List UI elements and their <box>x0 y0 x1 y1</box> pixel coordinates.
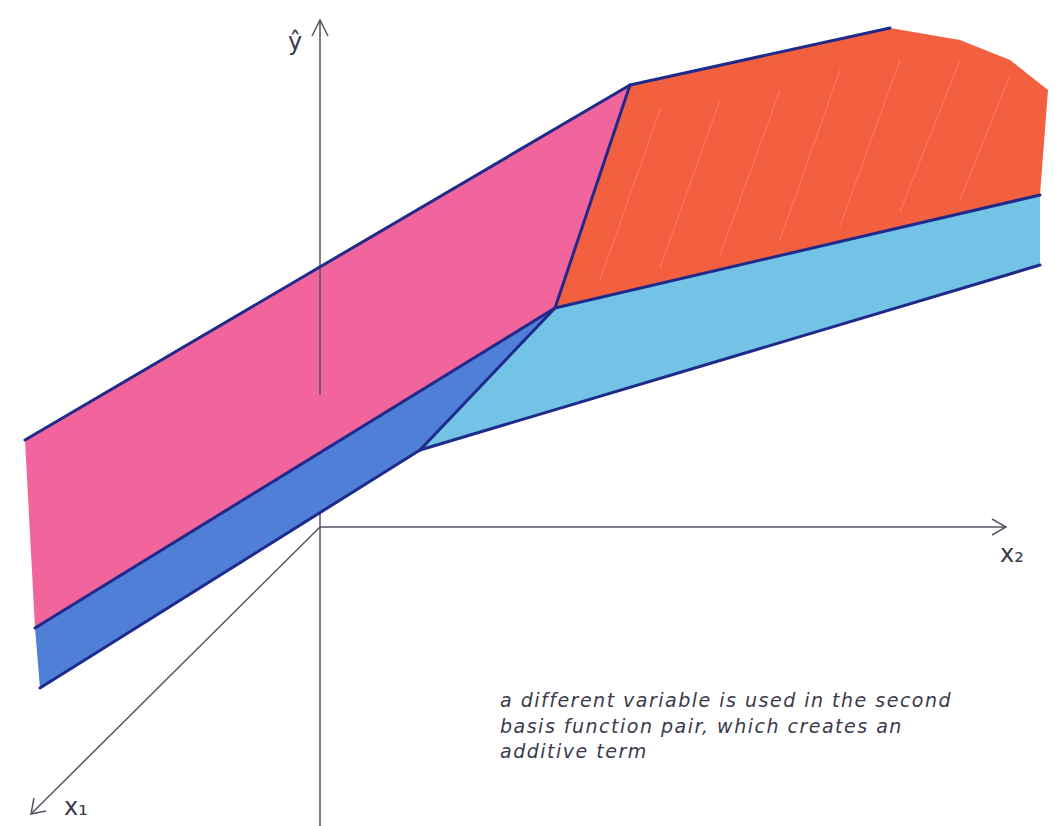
annotation-note: a different variable is used in the seco… <box>500 688 980 765</box>
axis-label: ŷ <box>288 28 302 57</box>
axis-label: x₂ <box>1000 540 1024 569</box>
axis-label: x₁ <box>64 793 88 822</box>
light-blue-facet <box>420 195 1040 450</box>
red-hatching <box>600 60 1010 280</box>
dark-blue-facet <box>35 308 555 688</box>
axis-up <box>312 20 328 395</box>
facet-edges <box>25 28 1040 688</box>
